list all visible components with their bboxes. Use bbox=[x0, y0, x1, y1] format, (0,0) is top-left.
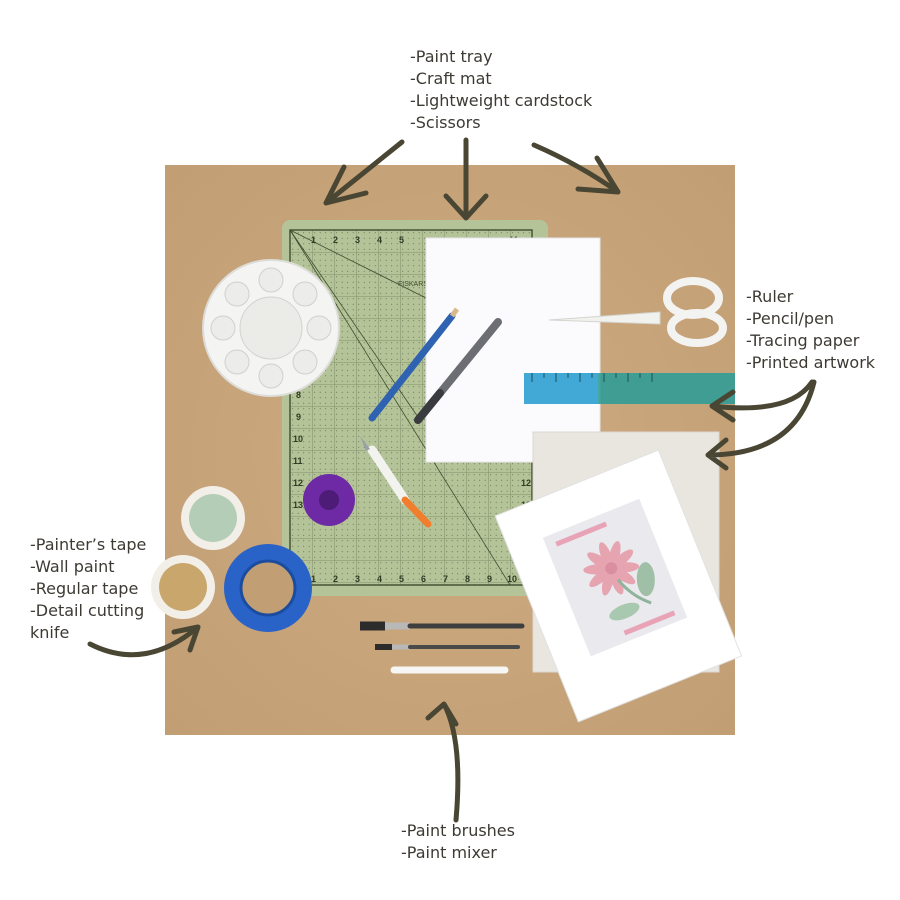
label-tracing-paper: -Tracing paper bbox=[746, 331, 860, 350]
paint-brushes bbox=[360, 621, 525, 650]
svg-text:10: 10 bbox=[293, 434, 303, 444]
right-label-group: -Ruler -Pencil/pen -Tracing paper -Print… bbox=[746, 286, 875, 374]
label-ruler: -Ruler bbox=[746, 287, 794, 306]
svg-text:8: 8 bbox=[465, 574, 470, 584]
label-pencil-pen: -Pencil/pen bbox=[746, 309, 835, 328]
label-paint-mixer: -Paint mixer bbox=[401, 843, 497, 862]
label-printed-artwork: -Printed artwork bbox=[746, 353, 876, 372]
svg-text:3: 3 bbox=[355, 235, 360, 245]
detail-knife bbox=[360, 436, 432, 528]
label-craft-mat: -Craft mat bbox=[410, 69, 492, 88]
svg-text:1: 1 bbox=[311, 235, 316, 245]
wall-paint bbox=[151, 486, 245, 619]
svg-text:7: 7 bbox=[443, 574, 448, 584]
svg-text:13: 13 bbox=[293, 500, 303, 510]
printed-artwork bbox=[494, 449, 743, 723]
paint-tray bbox=[202, 259, 340, 397]
label-paint-brushes: -Paint brushes bbox=[401, 821, 515, 840]
regular-tape bbox=[303, 474, 355, 526]
label-painters-tape: -Painter’s tape bbox=[30, 535, 147, 554]
arrow-top-left bbox=[323, 139, 405, 206]
arrow-right-lower bbox=[705, 379, 817, 471]
svg-text:3: 3 bbox=[355, 574, 360, 584]
label-regular-tape: -Regular tape bbox=[30, 579, 139, 598]
mat-brand: FISKARS bbox=[398, 281, 428, 288]
arrow-left bbox=[87, 624, 201, 658]
svg-text:2: 2 bbox=[333, 235, 338, 245]
svg-text:12: 12 bbox=[521, 478, 531, 488]
svg-text:2: 2 bbox=[333, 574, 338, 584]
label-detail-cutting-knife-cont: knife bbox=[30, 623, 70, 642]
scissors bbox=[548, 277, 727, 347]
arrow-bottom bbox=[425, 701, 461, 823]
cardstock bbox=[425, 237, 601, 463]
svg-text:8: 8 bbox=[296, 390, 301, 400]
label-lightweight-cardstock: -Lightweight cardstock bbox=[410, 91, 593, 110]
svg-text:4: 4 bbox=[377, 574, 382, 584]
arrow-right-upper bbox=[709, 379, 815, 423]
svg-text:10: 10 bbox=[507, 574, 517, 584]
svg-text:12: 12 bbox=[293, 478, 303, 488]
left-label-group: -Painter’s tape -Wall paint -Regular tap… bbox=[30, 534, 146, 644]
arrow-top-right bbox=[531, 142, 621, 195]
bottom-label-group: -Paint brushes -Paint mixer bbox=[401, 820, 515, 864]
svg-text:1: 1 bbox=[311, 574, 316, 584]
svg-text:4: 4 bbox=[377, 235, 382, 245]
svg-text:5: 5 bbox=[399, 235, 404, 245]
svg-text:6: 6 bbox=[421, 574, 426, 584]
ruler bbox=[524, 373, 735, 404]
pen bbox=[414, 318, 502, 424]
label-scissors: -Scissors bbox=[410, 113, 481, 132]
painters-tape bbox=[224, 544, 312, 632]
label-paint-tray: -Paint tray bbox=[410, 47, 493, 66]
svg-text:5: 5 bbox=[399, 574, 404, 584]
svg-text:11: 11 bbox=[293, 456, 303, 466]
label-wall-paint: -Wall paint bbox=[30, 557, 115, 576]
label-detail-cutting-knife: -Detail cutting bbox=[30, 601, 145, 620]
arrow-top-center bbox=[443, 137, 489, 221]
svg-text:9: 9 bbox=[296, 412, 301, 422]
pencil bbox=[368, 307, 460, 422]
top-label-group: -Paint tray -Craft mat -Lightweight card… bbox=[410, 46, 592, 134]
svg-text:9: 9 bbox=[487, 574, 492, 584]
arrows bbox=[87, 137, 817, 823]
